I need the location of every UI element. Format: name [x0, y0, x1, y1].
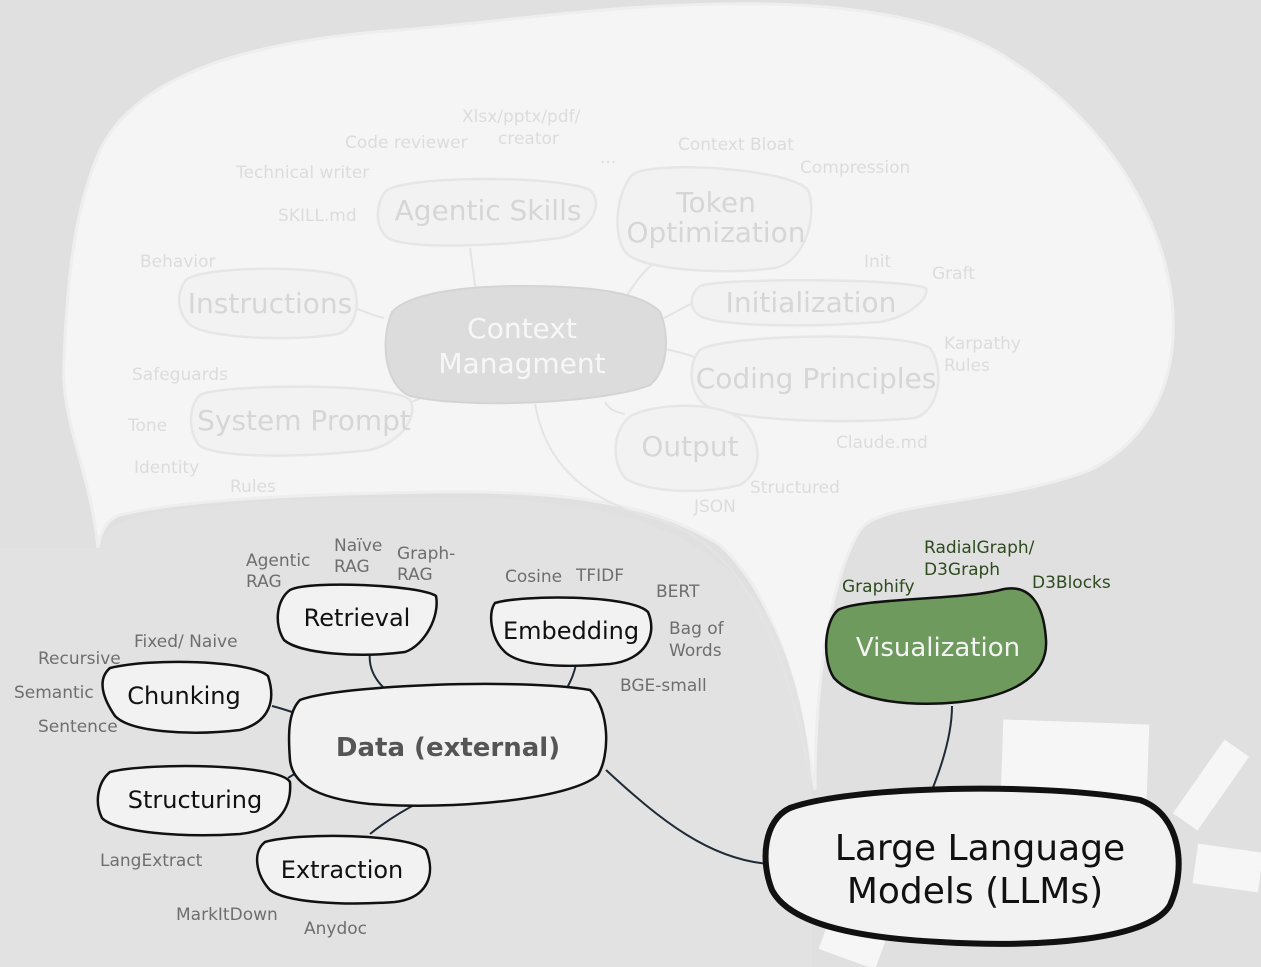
decor-block	[1000, 719, 1150, 801]
leaf-bert: BERT	[656, 582, 700, 602]
visualization-label: Visualization	[856, 633, 1020, 663]
leaf-sentence: Sentence	[38, 717, 118, 737]
embedding-label: Embedding	[503, 617, 639, 645]
structuring-node[interactable]	[96, 764, 292, 837]
leaf-compression: Compression	[800, 158, 910, 178]
leaf-bge-small: BGE-small	[620, 676, 707, 696]
leaf-cosine: Cosine	[505, 567, 562, 587]
leaf-tone: Tone	[127, 416, 167, 436]
leaf-code-reviewer: Code reviewer	[345, 133, 468, 153]
output-label: Output	[641, 430, 738, 463]
leaf-agentic-rag-2: RAG	[246, 572, 282, 592]
leaf-rules: Rules	[230, 477, 276, 497]
leaf-behavior: Behavior	[140, 252, 216, 272]
context-bubble	[62, 2, 1175, 791]
leaf-json: JSON	[693, 497, 736, 517]
leaf-d3blocks: D3Blocks	[1032, 573, 1111, 593]
leaf-radialgraph-2: D3Graph	[924, 560, 1000, 580]
leaf-radialgraph-1: RadialGraph/	[924, 538, 1035, 558]
output-node[interactable]	[614, 404, 759, 493]
llm-label-1: Large Language	[835, 828, 1125, 869]
initialization-node[interactable]	[690, 279, 928, 327]
leaf-technical-writer: Technical writer	[235, 163, 369, 183]
data-external-label: Data (external)	[336, 733, 560, 763]
leaf-graphify: Graphify	[842, 577, 915, 597]
coding-principles-node[interactable]	[690, 335, 940, 423]
leaf-anydoc: Anydoc	[304, 919, 367, 939]
coding-principles-label: Coding Principles	[696, 362, 937, 395]
retrieval-node[interactable]	[276, 583, 438, 656]
embedding-node[interactable]	[489, 596, 653, 668]
leaf-skill-md: SKILL.md	[278, 206, 357, 226]
leaf-karpathy-2: Rules	[944, 356, 990, 376]
system-prompt-label: System Prompt	[197, 404, 411, 437]
leaf-tfidf: TFIDF	[575, 566, 624, 586]
leaf-graft: Graft	[932, 264, 975, 284]
structuring-label: Structuring	[128, 786, 263, 814]
leaf-ellipsis: ...	[600, 148, 616, 168]
llm-label-2: Models (LLMs)	[847, 871, 1103, 912]
data-external-node[interactable]	[287, 682, 608, 807]
token-optimization-label-2: Optimization	[626, 216, 805, 249]
system-prompt-node[interactable]	[189, 385, 414, 457]
leaf-init: Init	[864, 252, 892, 272]
leaf-structured: Structured	[750, 478, 840, 498]
context-managment-label-1: Context	[467, 312, 577, 345]
leaf-langextract: LangExtract	[100, 851, 203, 871]
leaf-safeguards: Safeguards	[132, 365, 228, 385]
leaf-naive-rag-2: RAG	[334, 557, 370, 577]
extraction-node[interactable]	[255, 834, 432, 905]
leaf-markitdown: MarkItDown	[176, 905, 278, 925]
leaf-identity: Identity	[134, 458, 199, 478]
decor-block	[1172, 739, 1250, 831]
leaf-fixed-naive: Fixed/ Naive	[134, 632, 238, 652]
retrieval-label: Retrieval	[304, 604, 411, 632]
llm-root-node[interactable]	[762, 785, 1182, 947]
agentic-skills-node[interactable]	[376, 177, 598, 247]
leaf-naive-rag-1: Naïve	[334, 536, 382, 556]
leaf-bag-of-words-2: Words	[669, 641, 722, 661]
chunking-label: Chunking	[127, 682, 240, 710]
leaf-graph-rag-1: Graph-	[397, 544, 455, 564]
token-optimization-label-1: Token	[675, 186, 756, 219]
token-optimization-node[interactable]	[616, 166, 813, 273]
visualization-node[interactable]	[824, 587, 1048, 705]
leaf-claude-md: Claude.md	[836, 433, 928, 453]
chunking-node[interactable]	[101, 660, 273, 734]
agentic-skills-label: Agentic Skills	[395, 194, 582, 227]
leaf-semantic: Semantic	[14, 683, 94, 703]
instructions-label: Instructions	[188, 287, 352, 320]
leaf-bag-of-words-1: Bag of	[669, 619, 725, 639]
context-managment-node[interactable]	[384, 284, 667, 405]
leaf-xlsx-1: Xlsx/pptx/pdf/	[462, 107, 581, 127]
leaf-recursive: Recursive	[38, 649, 121, 669]
leaf-graph-rag-2: RAG	[397, 565, 433, 585]
decor-block	[1192, 843, 1261, 893]
initialization-label: Initialization	[726, 286, 897, 319]
decor-block	[818, 920, 886, 967]
leaf-karpathy-1: Karpathy	[944, 334, 1021, 354]
leaf-xlsx-2: creator	[498, 129, 559, 149]
extraction-label: Extraction	[281, 856, 404, 884]
leaf-context-bloat: Context Bloat	[678, 135, 794, 155]
context-managment-label-2: Managment	[438, 347, 605, 380]
instructions-node[interactable]	[178, 267, 358, 340]
leaf-agentic-rag-1: Agentic	[246, 551, 310, 571]
